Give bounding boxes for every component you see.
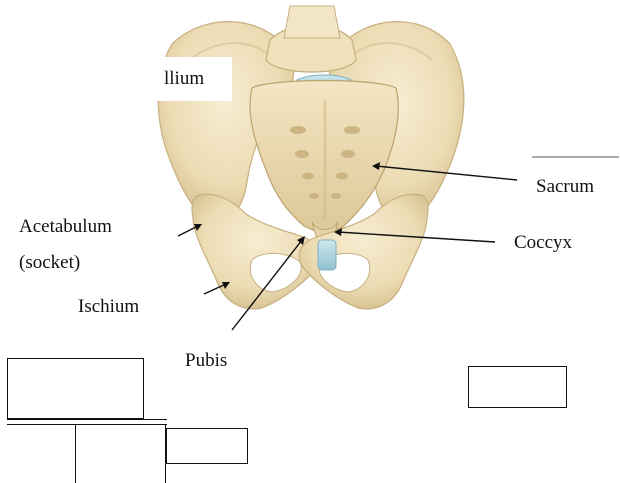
- acetabulum-label: Acetabulum: [19, 216, 112, 238]
- pubic-symphysis: [318, 240, 336, 270]
- acetabulum-sublabel: (socket): [19, 252, 80, 274]
- sacrum-label: Sacrum: [536, 176, 594, 198]
- ilium-label: llium: [164, 68, 204, 90]
- answer-box-1[interactable]: [7, 358, 144, 419]
- coccyx-label: Coccyx: [514, 232, 572, 254]
- answer-box-4[interactable]: [468, 366, 567, 408]
- pubis-label: Pubis: [185, 350, 227, 372]
- answer-box-1-underline: [7, 419, 167, 420]
- answer-box-3[interactable]: [166, 428, 248, 464]
- answer-box-2[interactable]: [75, 424, 166, 483]
- ischium-label: Ischium: [78, 296, 139, 318]
